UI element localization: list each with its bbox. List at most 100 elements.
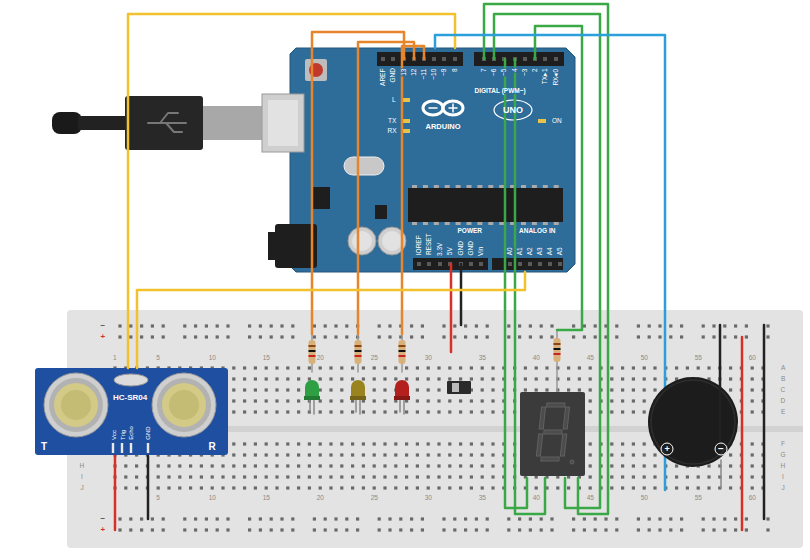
hole <box>464 528 467 531</box>
chip-pin <box>521 185 526 188</box>
hole <box>648 324 651 327</box>
hole <box>427 377 430 380</box>
usb-icon <box>160 113 178 123</box>
hole <box>405 475 408 478</box>
hole <box>297 366 300 369</box>
hole <box>232 388 235 391</box>
hole <box>712 528 715 531</box>
hole <box>745 517 748 520</box>
hole <box>383 366 386 369</box>
chip-pin <box>554 222 559 225</box>
hole <box>632 464 635 467</box>
chip-pin <box>456 222 461 225</box>
pin-label: 13 <box>401 68 408 76</box>
hole <box>751 399 754 402</box>
header-hole <box>469 262 473 266</box>
hole <box>399 528 402 531</box>
hole <box>491 453 494 456</box>
hole <box>205 528 208 531</box>
hole <box>243 410 246 413</box>
hole <box>243 442 246 445</box>
column-number: 35 <box>478 355 486 362</box>
hole <box>211 464 214 467</box>
hole <box>319 475 322 478</box>
hole <box>308 475 311 478</box>
hole <box>481 399 484 402</box>
rail-sign: + <box>100 526 106 534</box>
hole <box>529 528 532 531</box>
led-leg <box>359 398 361 414</box>
sensor-pin <box>130 443 132 453</box>
chip-pin <box>521 222 526 225</box>
status-led <box>538 119 546 123</box>
hole <box>270 528 273 531</box>
hole <box>751 453 754 456</box>
led-symbol <box>395 380 409 398</box>
hole <box>459 399 462 402</box>
hole <box>216 517 219 520</box>
jumper-wire <box>763 325 766 519</box>
hole <box>572 335 575 338</box>
pin-label: A2 <box>527 247 534 256</box>
column-number: 40 <box>532 495 540 502</box>
hole <box>345 335 348 338</box>
hole <box>470 366 473 369</box>
hole <box>334 324 337 327</box>
hole <box>297 410 300 413</box>
hole <box>297 388 300 391</box>
hole <box>550 335 553 338</box>
hole <box>448 486 451 489</box>
hole <box>550 528 553 531</box>
resistor-band <box>399 345 406 347</box>
hole <box>615 324 618 327</box>
hole <box>416 410 419 413</box>
module-name: HC-SR04 <box>113 394 147 402</box>
hole <box>265 486 268 489</box>
hole <box>286 399 289 402</box>
header <box>377 52 463 66</box>
hole <box>475 517 478 520</box>
led-leg <box>399 398 401 412</box>
hole <box>653 388 656 391</box>
hole <box>621 464 624 467</box>
hole <box>259 324 262 327</box>
pin-label: 4 <box>512 68 519 73</box>
hole <box>481 453 484 456</box>
hole <box>437 377 440 380</box>
hole <box>324 335 327 338</box>
hole <box>308 377 311 380</box>
hole <box>491 377 494 380</box>
column-number: 40 <box>532 355 540 362</box>
hole <box>394 410 397 413</box>
hole <box>275 475 278 478</box>
hole <box>643 399 646 402</box>
hole <box>615 335 618 338</box>
column-number: 35 <box>478 495 486 502</box>
hole <box>572 517 575 520</box>
hole <box>162 324 165 327</box>
hole <box>151 528 154 531</box>
hole <box>345 528 348 531</box>
hole <box>621 453 624 456</box>
hole <box>362 486 365 489</box>
resistor-band <box>309 345 316 347</box>
sensor-pin <box>112 443 114 453</box>
row-letter: J <box>781 485 785 492</box>
hole <box>319 486 322 489</box>
hole <box>459 453 462 456</box>
hole <box>275 453 278 456</box>
usb-socket <box>262 94 304 152</box>
header-hole <box>548 262 552 266</box>
hole <box>232 486 235 489</box>
pin-label: A1 <box>517 247 524 256</box>
resistor-band <box>399 355 406 357</box>
hole <box>124 475 127 478</box>
resistor-band <box>355 350 362 352</box>
jumper-wire <box>741 337 744 530</box>
header-hole <box>479 262 483 266</box>
hole <box>507 335 510 338</box>
hole <box>621 486 624 489</box>
hole <box>437 475 440 478</box>
pin-label: RESET <box>426 233 433 256</box>
hole <box>394 453 397 456</box>
